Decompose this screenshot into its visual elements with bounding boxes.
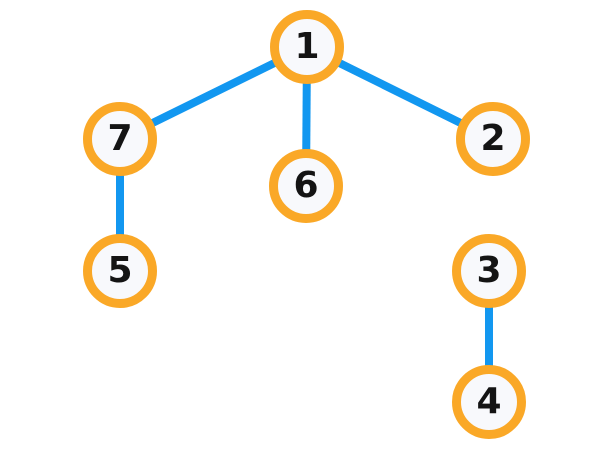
graph-node-2[interactable]: 2 bbox=[456, 102, 530, 176]
graph-node-5[interactable]: 5 bbox=[83, 234, 157, 308]
graph-node-6[interactable]: 6 bbox=[269, 149, 343, 223]
graph-node-3[interactable]: 3 bbox=[452, 234, 526, 308]
node-label: 3 bbox=[476, 250, 502, 291]
graph-node-7[interactable]: 7 bbox=[83, 102, 157, 176]
node-label: 1 bbox=[294, 26, 320, 67]
node-label: 6 bbox=[293, 165, 319, 206]
graph-node-4[interactable]: 4 bbox=[452, 365, 526, 439]
node-label: 4 bbox=[476, 381, 502, 422]
node-label: 7 bbox=[107, 118, 133, 159]
node-label: 2 bbox=[480, 118, 506, 159]
graph-node-1[interactable]: 1 bbox=[270, 10, 344, 84]
node-label: 5 bbox=[107, 250, 133, 291]
